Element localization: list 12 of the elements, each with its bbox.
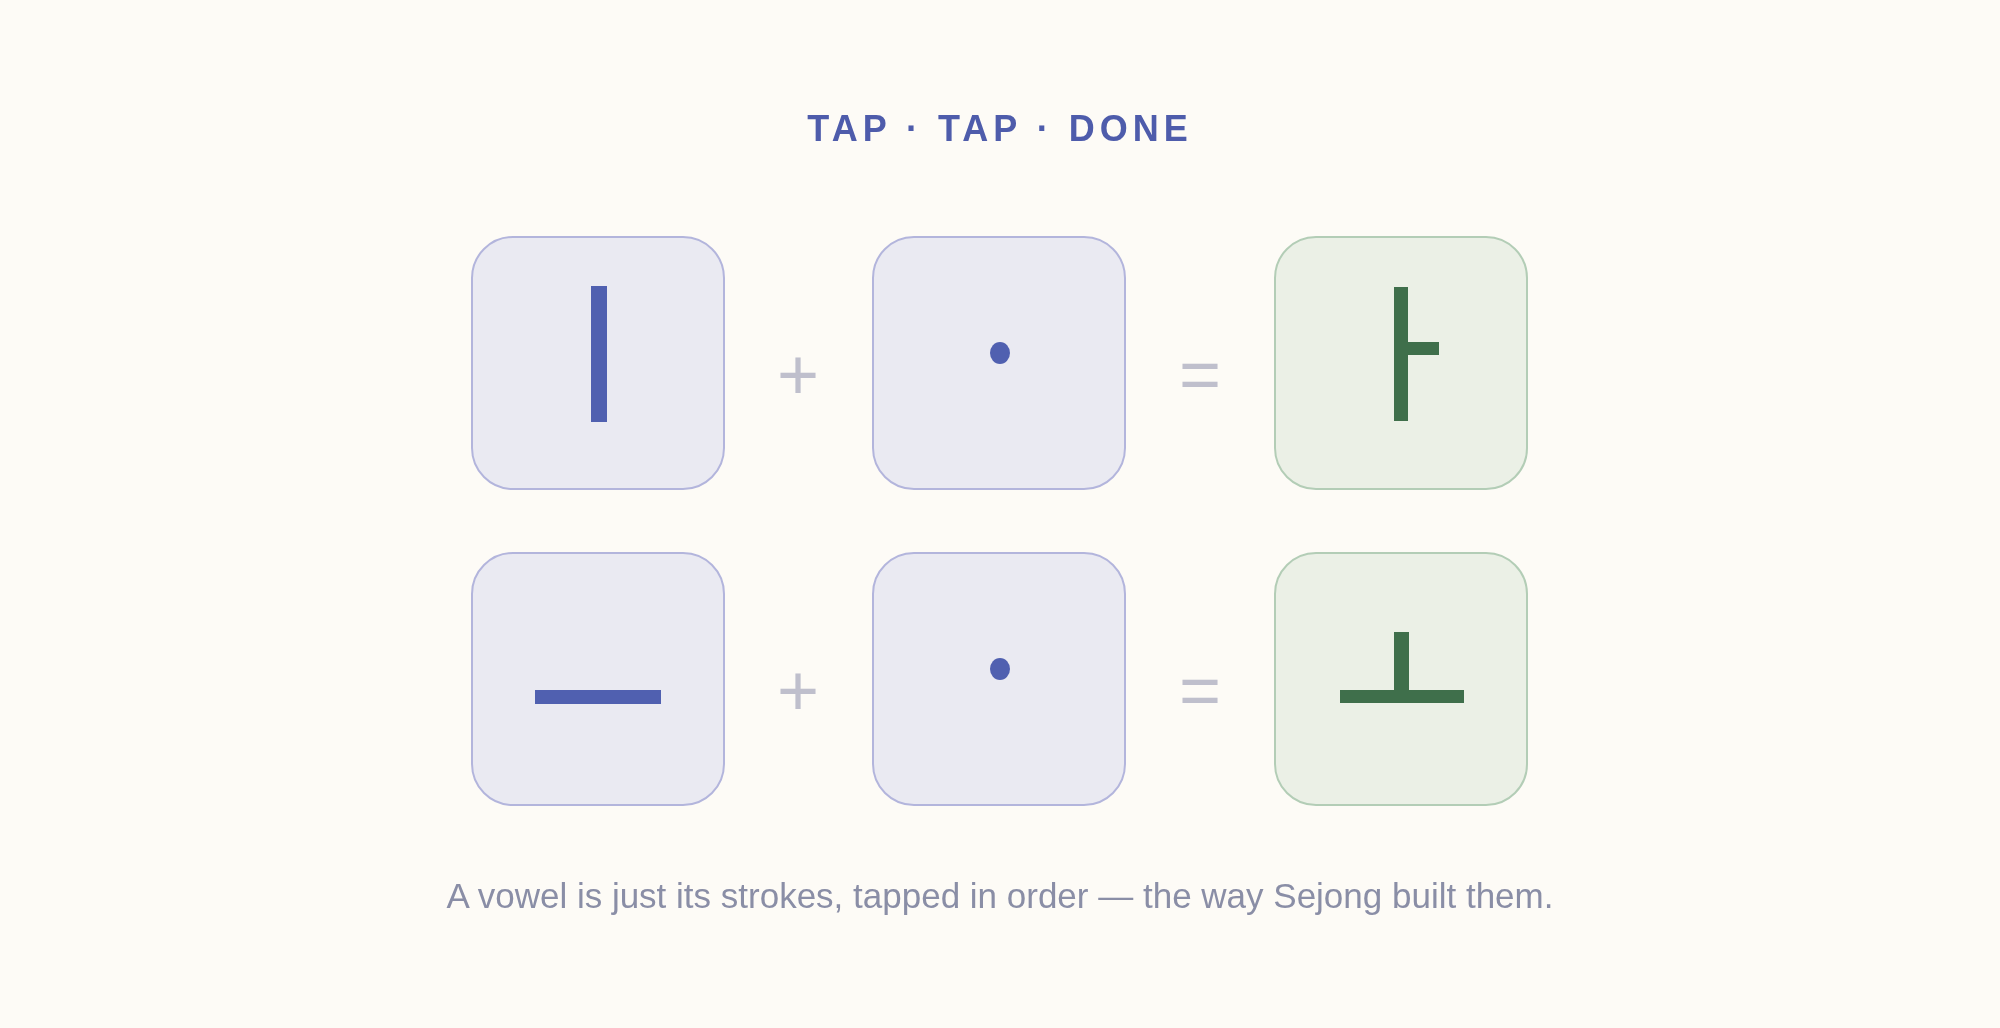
vowel-tile: [1274, 236, 1528, 490]
vowel-tile: [1274, 552, 1528, 806]
vowel-tile: [872, 552, 1126, 806]
operator-sign: +: [777, 338, 819, 410]
caption: A vowel is just its strokes, tapped in order — the way Sejong built them.: [445, 876, 1555, 916]
operator-sign: =: [1179, 338, 1221, 410]
operator-sign: =: [1179, 654, 1221, 726]
operator-sign: +: [777, 654, 819, 726]
vowel-tile: [471, 236, 725, 490]
vowel-tile: [872, 236, 1126, 490]
vowel-tile: [471, 552, 725, 806]
title: TAP · TAP · DONE: [806, 108, 1194, 150]
